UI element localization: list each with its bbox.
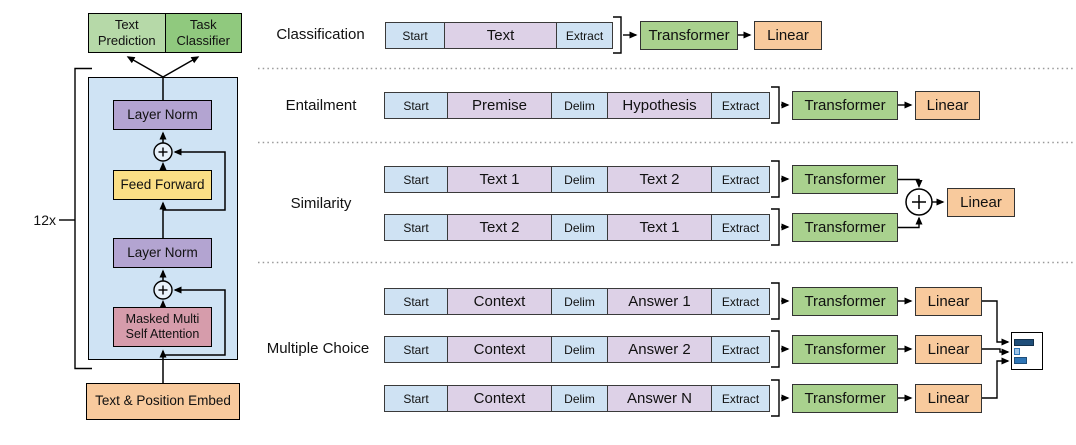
multiple-choice-transformer-box-2: Transformer (792, 335, 898, 364)
multiple-choice-transformer-box-1: Transformer (792, 287, 898, 316)
multiple-choice-sequence-2: Start Context Delim Answer 2 Extract (384, 336, 770, 363)
token-extract: Extract (711, 215, 769, 240)
entailment-linear-box: Linear (915, 91, 980, 120)
similarity-linear-box: Linear (947, 188, 1015, 217)
task-label-entailment: Entailment (285, 97, 357, 114)
multiple-choice-linear-box-3: Linear (915, 384, 982, 413)
similarity-transformer-box-2: Transformer (792, 213, 898, 242)
token-extract: Extract (711, 93, 769, 118)
task-label-similarity: Similarity (290, 195, 352, 212)
token-delim: Delim (551, 93, 607, 118)
task-label-multiple-choice: Multiple Choice (266, 340, 370, 357)
token-text1: Text 1 (607, 215, 711, 240)
feed-forward-box: Feed Forward (113, 170, 212, 200)
score-bar-3 (1014, 357, 1027, 364)
similarity-sequence-1: Start Text 1 Delim Text 2 Extract (384, 166, 770, 193)
similarity-add-icon (905, 188, 933, 216)
repeat-count-label: 12x (33, 212, 56, 228)
token-delim: Delim (551, 337, 607, 362)
token-delim: Delim (551, 386, 607, 411)
text-prediction-box: Text Prediction (89, 14, 165, 52)
classification-transformer-box: Transformer (640, 21, 738, 50)
token-text: Text (444, 23, 556, 48)
score-bar-2 (1014, 348, 1020, 355)
task-classifier-box: Task Classifier (164, 14, 241, 52)
multiple-choice-sequence-3: Start Context Delim Answer N Extract (384, 385, 770, 412)
token-start: Start (385, 167, 447, 192)
embedding-box: Text & Position Embed (86, 383, 240, 420)
classification-sequence: Start Text Extract (385, 22, 613, 49)
token-text2: Text 2 (447, 215, 551, 240)
token-start: Start (386, 23, 444, 48)
layer-norm-top-box: Layer Norm (113, 100, 212, 130)
masked-attention-box: Masked Multi Self Attention (113, 307, 212, 347)
layer-norm-bottom-box: Layer Norm (113, 238, 212, 268)
token-extract: Extract (711, 337, 769, 362)
task-label-classification: Classification (276, 26, 365, 43)
token-delim: Delim (551, 167, 607, 192)
multiple-choice-linear-box-2: Linear (915, 335, 982, 364)
token-answer-2: Answer 2 (607, 337, 711, 362)
multiple-choice-sequence-1: Start Context Delim Answer 1 Extract (384, 288, 770, 315)
token-delim: Delim (551, 289, 607, 314)
similarity-sequence-2: Start Text 2 Delim Text 1 Extract (384, 214, 770, 241)
token-extract: Extract (711, 386, 769, 411)
token-premise: Premise (447, 93, 551, 118)
entailment-transformer-box: Transformer (792, 91, 898, 120)
multiple-choice-transformer-box-3: Transformer (792, 384, 898, 413)
classification-linear-box: Linear (754, 21, 822, 50)
token-hypothesis: Hypothesis (607, 93, 711, 118)
token-text1: Text 1 (447, 167, 551, 192)
multiple-choice-linear-box-1: Linear (915, 287, 982, 316)
score-bar-1 (1014, 339, 1034, 346)
similarity-transformer-box-1: Transformer (792, 165, 898, 194)
token-context: Context (447, 386, 551, 411)
model-output-heads: Text Prediction Task Classifier (88, 13, 242, 53)
token-context: Context (447, 289, 551, 314)
token-context: Context (447, 337, 551, 362)
token-delim: Delim (551, 215, 607, 240)
token-start: Start (385, 289, 447, 314)
token-text2: Text 2 (607, 167, 711, 192)
token-start: Start (385, 386, 447, 411)
token-extract: Extract (711, 289, 769, 314)
token-start: Start (385, 337, 447, 362)
token-start: Start (385, 93, 447, 118)
token-answer-n: Answer N (607, 386, 711, 411)
token-extract: Extract (556, 23, 612, 48)
token-start: Start (385, 215, 447, 240)
entailment-sequence: Start Premise Delim Hypothesis Extract (384, 92, 770, 119)
token-extract: Extract (711, 167, 769, 192)
token-answer-1: Answer 1 (607, 289, 711, 314)
